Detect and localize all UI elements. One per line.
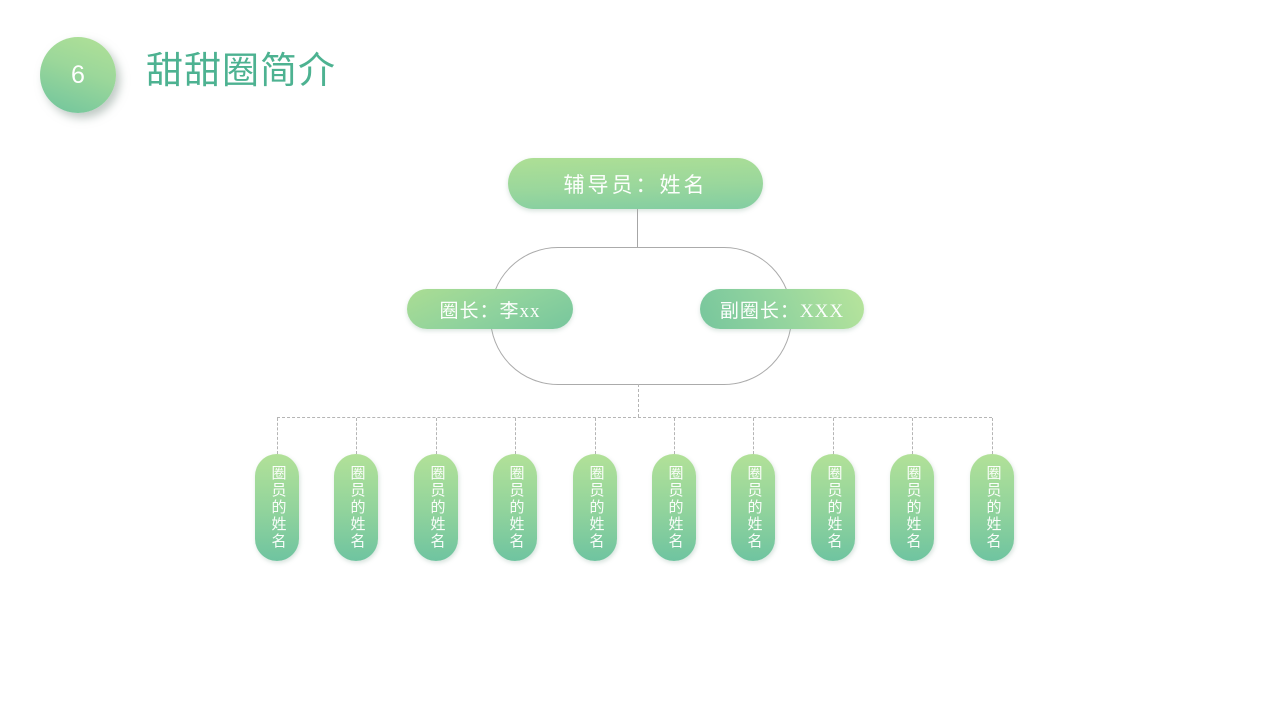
- member-label: 圈员的姓名: [984, 465, 1001, 550]
- member-node-3: 圈员的姓名: [414, 454, 458, 561]
- member-label: 圈员的姓名: [428, 465, 445, 550]
- member-connector-10: [992, 418, 993, 454]
- member-node-5: 圈员的姓名: [573, 454, 617, 561]
- page-number-badge: 6: [40, 37, 116, 113]
- member-node-2: 圈员的姓名: [334, 454, 378, 561]
- member-node-9: 圈员的姓名: [890, 454, 934, 561]
- member-connector-8: [833, 418, 834, 454]
- member-connector-7: [753, 418, 754, 454]
- member-label: 圈员的姓名: [348, 465, 365, 550]
- connector-horizontal-dashed-line: [277, 417, 992, 418]
- member-node-6: 圈员的姓名: [652, 454, 696, 561]
- member-node-10: 圈员的姓名: [970, 454, 1014, 561]
- member-label: 圈员的姓名: [666, 465, 683, 550]
- leader-node: 圈长：李xx: [407, 289, 573, 329]
- counselor-label: 辅导员：姓名: [563, 172, 708, 197]
- member-label: 圈员的姓名: [745, 465, 762, 550]
- member-node-7: 圈员的姓名: [731, 454, 775, 561]
- member-label: 圈员的姓名: [587, 465, 604, 550]
- leader-label: 圈长：李xx: [439, 300, 541, 322]
- connector-center-dashed-line: [638, 384, 639, 417]
- connector-counselor-line: [637, 209, 638, 248]
- member-label: 圈员的姓名: [825, 465, 842, 550]
- member-connector-3: [436, 418, 437, 454]
- member-node-1: 圈员的姓名: [255, 454, 299, 561]
- member-connector-6: [674, 418, 675, 454]
- member-node-8: 圈员的姓名: [811, 454, 855, 561]
- member-node-4: 圈员的姓名: [493, 454, 537, 561]
- member-label: 圈员的姓名: [269, 465, 286, 550]
- counselor-node: 辅导员：姓名: [508, 158, 763, 209]
- member-connector-1: [277, 418, 278, 454]
- slide-title: 甜甜圈简介: [146, 51, 336, 92]
- member-label: 圈员的姓名: [507, 465, 524, 550]
- member-connector-4: [515, 418, 516, 454]
- page-number: 6: [71, 60, 85, 89]
- deputy-leader-label: 副圈长：XXX: [719, 300, 845, 322]
- member-connector-5: [595, 418, 596, 454]
- member-connector-2: [356, 418, 357, 454]
- deputy-leader-node: 副圈长：XXX: [700, 289, 864, 329]
- member-connector-9: [912, 418, 913, 454]
- member-label: 圈员的姓名: [904, 465, 921, 550]
